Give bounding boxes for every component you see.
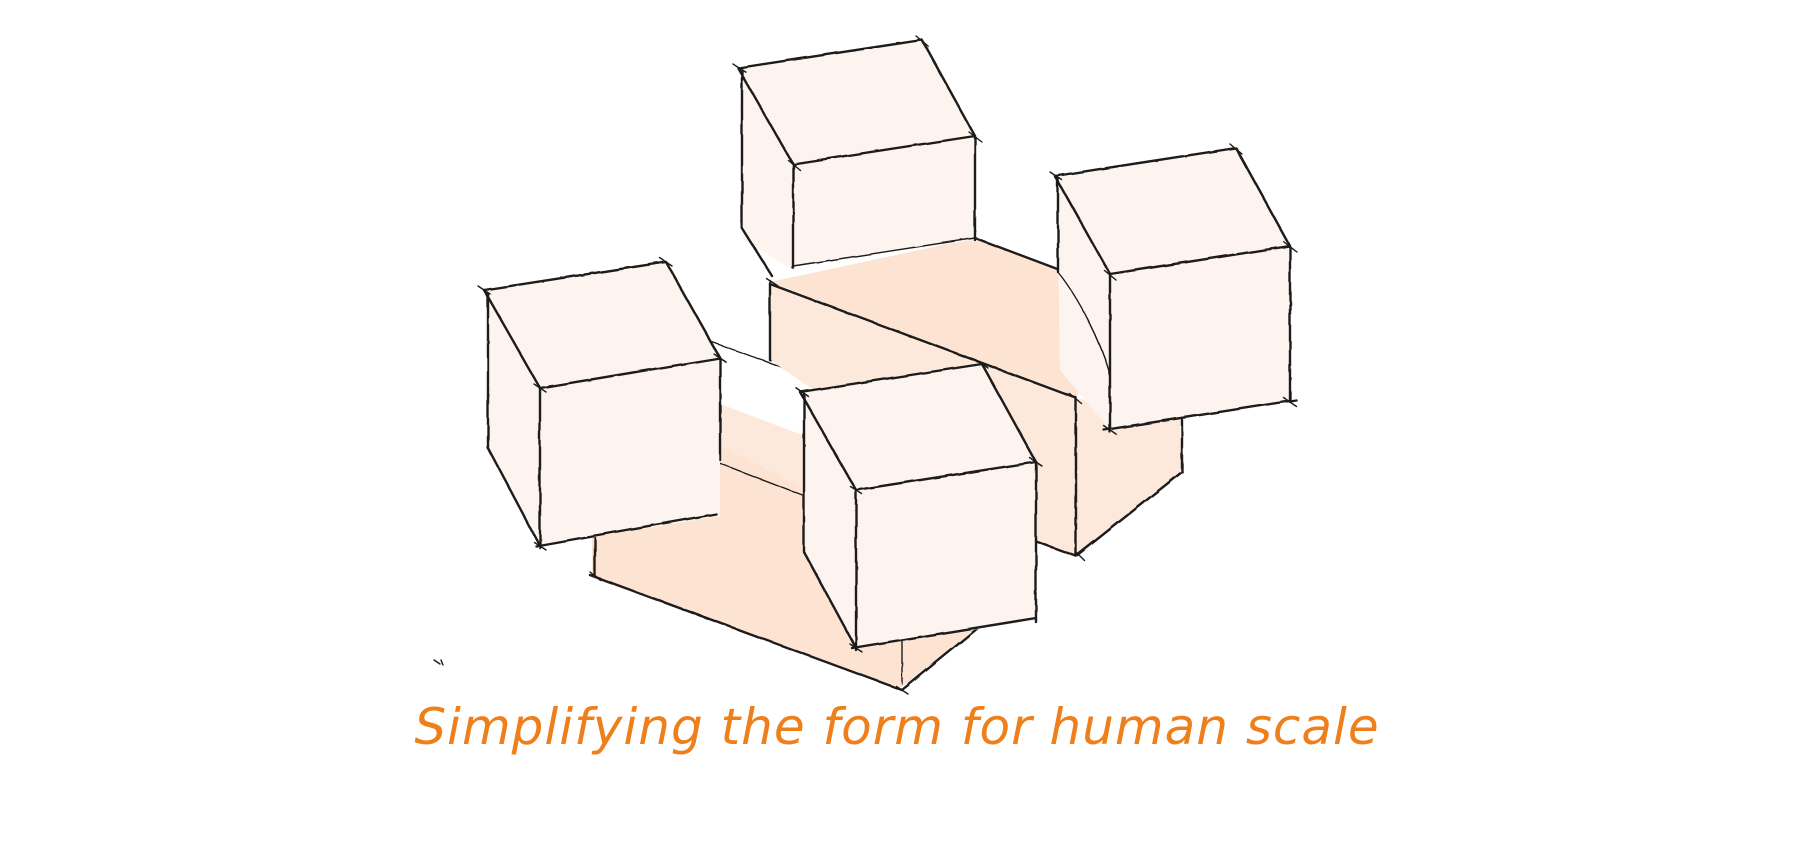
cube-left — [482, 260, 722, 550]
base-front-edge-bottom — [588, 573, 904, 692]
diagram-caption: Simplifying the form for human scale — [414, 698, 1380, 756]
stray-mark — [433, 659, 444, 666]
cube-front — [798, 362, 1038, 652]
cube-left-outline-left — [486, 292, 542, 548]
cube-right-left-face — [1057, 176, 1110, 430]
base-front-edge-right — [900, 626, 980, 692]
cube-top-front-face — [793, 136, 975, 266]
base-back-edge-right-bottom — [1074, 470, 1184, 558]
cube-front-outline-left — [802, 392, 858, 650]
cube-right-edge-curve — [1057, 271, 1111, 375]
base-back-top-face — [770, 238, 1112, 398]
cube-top — [736, 38, 977, 278]
cube-right-edge-bottom — [1102, 398, 1298, 432]
cube-top-top-face — [740, 40, 975, 164]
cube-left-edge-bottom — [534, 512, 718, 548]
base-back-edge-front-bottom — [1030, 538, 1078, 558]
cube-front-edge-bottom — [850, 616, 1038, 650]
corner-ticks — [477, 35, 1298, 695]
cube-top-left-face — [740, 68, 793, 270]
cube-front-top-face — [802, 364, 1036, 490]
cube-left-front-face — [540, 358, 720, 546]
cube-right-front-face — [1110, 246, 1290, 430]
cube-front-left-face — [804, 394, 856, 648]
cube-front-front-face — [856, 462, 1036, 648]
cube-right — [1053, 146, 1298, 434]
base-back-edge-top — [768, 282, 1078, 400]
cube-top-edge-bottom — [792, 237, 976, 267]
base-back-right-face — [1076, 398, 1182, 555]
cube-left-left-face — [488, 294, 540, 546]
cube-right-top-face — [1057, 148, 1290, 274]
base-front-edge-inner — [705, 457, 806, 497]
cube-left-top-face — [484, 262, 720, 388]
cube-top-outline-left — [740, 68, 774, 278]
